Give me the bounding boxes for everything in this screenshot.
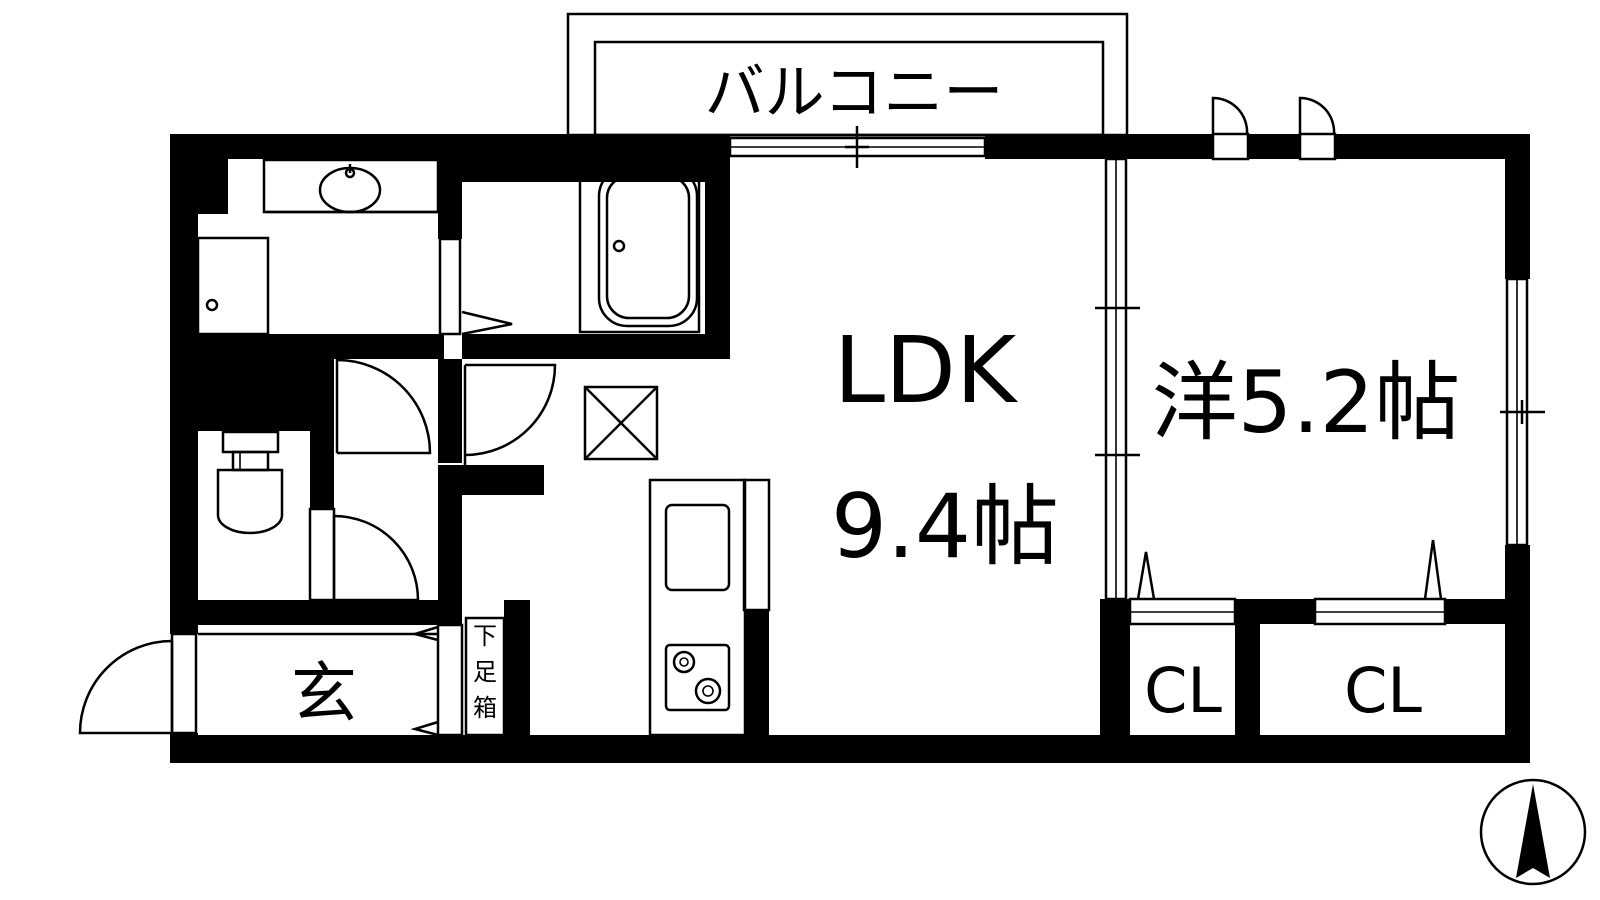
closet-large-label: CL <box>1344 654 1422 727</box>
kitchen-sink-icon <box>664 503 731 592</box>
bathroom <box>462 159 730 359</box>
fridge-space-icon <box>583 385 659 461</box>
closet-small-label: CL <box>1144 654 1222 727</box>
western-room: 洋5.2帖 <box>1152 353 1461 453</box>
closets: CL CL <box>1100 539 1505 735</box>
washroom <box>196 158 513 359</box>
shoe-box-char-2: 足 <box>473 658 497 686</box>
partition-sliding-door <box>1095 157 1140 601</box>
kitchen <box>583 385 771 737</box>
balcony-sliding-window <box>728 126 987 168</box>
balcony: バルコニー <box>566 12 1129 137</box>
entrance: 玄 下 足 箱 <box>78 600 530 737</box>
bath-door-swing <box>464 363 557 457</box>
outer-walls <box>170 134 1530 763</box>
toilet-door-swing <box>336 358 432 455</box>
small-windows-top <box>1211 96 1337 161</box>
right-window <box>1500 277 1545 547</box>
gas-stove-icon <box>664 643 731 712</box>
ldk-label: LDK <box>834 317 1019 424</box>
balcony-label: バルコニー <box>705 58 1004 128</box>
corridor <box>198 358 557 509</box>
toilet-room <box>198 427 462 625</box>
ldk-room: LDK 9.4帖 <box>831 317 1059 578</box>
ldk-size: 9.4帖 <box>831 475 1059 578</box>
shoe-box-char-1: 下 <box>473 622 497 650</box>
entrance-label: 玄 <box>291 655 357 732</box>
washbasin-icon <box>318 166 382 214</box>
shoe-box-char-3: 箱 <box>473 694 497 722</box>
toilet-icon <box>216 430 284 535</box>
north-arrow-icon <box>1479 778 1587 886</box>
entrance-door-swing <box>78 639 173 735</box>
washing-machine-space-icon <box>196 236 270 336</box>
bathtub-icon <box>597 166 699 328</box>
western-room-label: 洋5.2帖 <box>1152 353 1461 453</box>
